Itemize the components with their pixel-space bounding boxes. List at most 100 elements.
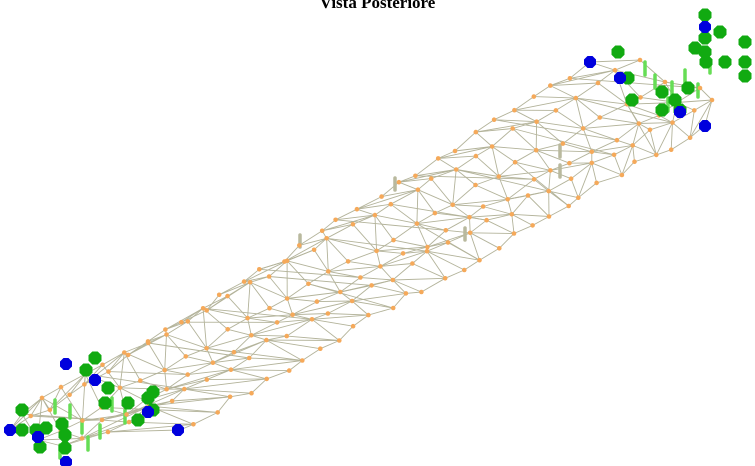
mesh-edge bbox=[165, 320, 188, 330]
mesh-node bbox=[553, 108, 559, 113]
mesh-node bbox=[374, 248, 379, 254]
mesh-edge bbox=[328, 265, 381, 272]
mesh-edge bbox=[243, 268, 260, 282]
mesh-node bbox=[225, 293, 230, 299]
mesh-edge bbox=[380, 266, 394, 281]
mesh-node bbox=[227, 394, 233, 400]
mesh-edge bbox=[670, 122, 673, 150]
mesh-node bbox=[185, 319, 191, 324]
mesh-edge bbox=[599, 103, 628, 118]
mesh-edge bbox=[276, 314, 293, 323]
mesh-edge bbox=[582, 128, 593, 152]
mesh-edge bbox=[486, 219, 515, 234]
mesh-edge bbox=[415, 175, 535, 180]
mesh-node bbox=[354, 206, 360, 212]
free-constraint-marker bbox=[738, 35, 752, 49]
mesh-edge bbox=[148, 342, 250, 359]
mesh-edge bbox=[166, 334, 187, 357]
mesh-node bbox=[311, 247, 317, 253]
mesh-edge bbox=[583, 127, 618, 141]
free-constraint-marker bbox=[718, 55, 732, 69]
mesh-edge bbox=[164, 356, 187, 371]
mesh-edge bbox=[247, 282, 251, 319]
fixed-constraint-marker bbox=[614, 72, 626, 84]
mesh-edge bbox=[316, 300, 353, 303]
mesh-edge bbox=[164, 369, 188, 376]
mesh-node bbox=[568, 176, 574, 181]
mesh-edge bbox=[311, 318, 340, 341]
free-constraint-marker bbox=[33, 440, 47, 454]
mesh-node bbox=[349, 298, 355, 304]
mesh-edge bbox=[320, 340, 340, 350]
mesh-edge bbox=[536, 121, 584, 129]
fixed-constraint-marker bbox=[699, 21, 711, 33]
mesh-node bbox=[146, 340, 151, 346]
mesh-edge bbox=[313, 237, 327, 251]
free-constraint-marker bbox=[698, 8, 712, 22]
mesh-edge bbox=[348, 260, 381, 267]
mesh-node bbox=[215, 410, 220, 415]
mesh-edge bbox=[308, 271, 329, 285]
mesh-edge bbox=[452, 184, 476, 206]
mesh-edge bbox=[166, 369, 232, 390]
mesh-edge bbox=[203, 307, 313, 320]
mesh-edge bbox=[582, 117, 601, 129]
mesh-edge bbox=[251, 321, 278, 336]
free-constraint-marker bbox=[15, 403, 29, 417]
mesh-edge bbox=[49, 394, 70, 411]
mesh-node bbox=[512, 107, 517, 113]
mesh-edge bbox=[638, 122, 673, 124]
mesh-node bbox=[576, 195, 581, 200]
mesh-edge bbox=[412, 250, 428, 264]
mesh-edge bbox=[251, 334, 287, 337]
mesh-edge bbox=[555, 97, 577, 111]
mesh-node bbox=[432, 210, 438, 216]
mesh-node bbox=[589, 149, 595, 155]
mesh-node bbox=[450, 202, 456, 208]
mesh-node bbox=[204, 346, 209, 351]
mesh-node bbox=[595, 80, 601, 86]
mesh-edge bbox=[203, 307, 248, 319]
mesh-edge bbox=[550, 82, 599, 87]
mesh-edge bbox=[108, 371, 188, 376]
mesh-edge bbox=[417, 189, 436, 214]
mesh-edge bbox=[299, 230, 323, 246]
mesh-edge bbox=[328, 260, 349, 272]
mesh-edge bbox=[102, 352, 125, 366]
mesh-edge bbox=[392, 279, 407, 294]
mesh-edge bbox=[140, 380, 167, 390]
mesh-edge bbox=[380, 253, 404, 267]
mesh-edge bbox=[475, 119, 495, 133]
mesh-edge bbox=[352, 300, 394, 309]
mesh-edge bbox=[187, 369, 231, 376]
mesh-edge bbox=[292, 301, 318, 316]
mesh-edge bbox=[492, 146, 537, 151]
mesh-node bbox=[124, 412, 129, 417]
mesh-node bbox=[391, 237, 396, 243]
mesh-edge bbox=[269, 276, 372, 286]
mesh-edge bbox=[381, 189, 418, 198]
mesh-edge bbox=[398, 178, 432, 183]
mesh-edge bbox=[575, 82, 599, 99]
mesh-node bbox=[413, 173, 418, 179]
mesh-node bbox=[264, 376, 270, 382]
mesh-node bbox=[204, 377, 210, 382]
mesh-node bbox=[530, 223, 535, 228]
mesh-node bbox=[319, 228, 325, 234]
mesh-edge bbox=[638, 114, 660, 124]
mesh-node bbox=[636, 121, 642, 126]
mesh-node bbox=[182, 386, 187, 392]
mesh-edge bbox=[286, 260, 329, 272]
mesh-node bbox=[632, 159, 637, 164]
mesh-node bbox=[484, 217, 489, 223]
mesh-edge bbox=[672, 122, 691, 139]
mesh-node bbox=[419, 289, 424, 295]
mesh-edge bbox=[498, 169, 551, 177]
free-constraint-marker bbox=[655, 85, 669, 99]
mesh-edge bbox=[284, 249, 315, 263]
mesh-edge bbox=[288, 360, 303, 371]
mesh-edge bbox=[206, 378, 267, 381]
free-constraint-marker bbox=[55, 417, 69, 431]
